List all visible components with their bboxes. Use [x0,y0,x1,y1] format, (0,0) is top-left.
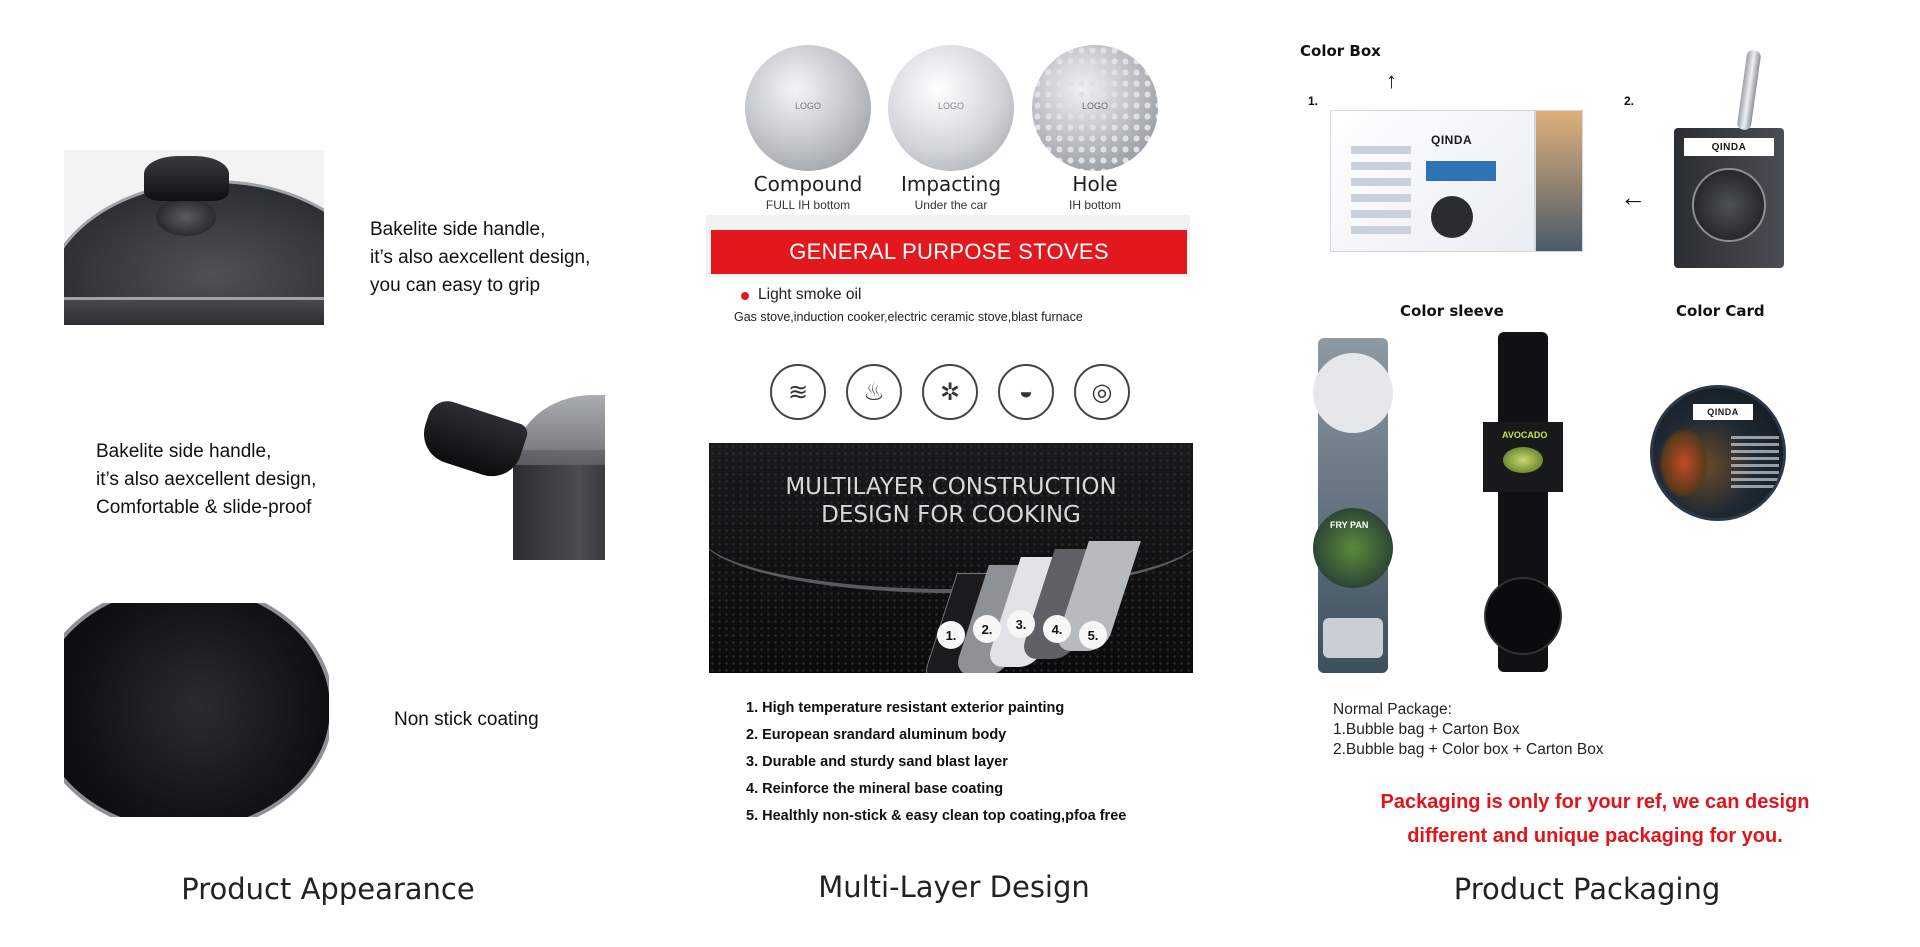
feature-line: Comfortable & slide-proof [96,497,312,518]
layer-list: 1. High temperature resistant exterior p… [746,695,1126,830]
brand-logo: QINDA [1711,141,1747,153]
frying-pan-box-image: QINDA [1674,128,1784,268]
package-number-1: 1. [1308,94,1319,108]
package-number-2: 2. [1624,94,1635,108]
panel-title-line2: DESIGN FOR COOKING [821,502,1081,528]
feature-line: Bakelite side handle, [96,441,272,462]
feature-text-handle: Bakelite side handle, it’s also aexcelle… [96,438,316,522]
normal-package-line: Normal Package: [1333,701,1452,718]
disc-sub-compound: FULL IH bottom [765,198,851,212]
normal-package-line: 1.Bubble bag + Carton Box [1333,721,1520,738]
burner-icon: ✲ [922,364,978,420]
disc-label-compound: Compound [753,172,863,196]
feature-line: Bakelite side handle, [370,219,546,240]
flame-icon: ♨ [846,364,902,420]
caption-product-appearance: Product Appearance [181,872,475,906]
feature-line: it’s also aexcellent design, [370,247,591,268]
disc-sub-impacting: Under the car [914,198,988,212]
color-box-label: Color Box [1300,42,1381,60]
color-sleeve-1: FRY PAN [1313,338,1393,673]
bullet-dot [741,292,749,300]
bullet-text: Light smoke oil [758,286,862,303]
induction-icon: ◎ [1074,364,1130,420]
list-item: 3. Durable and sturdy sand blast layer [746,754,1008,770]
layer-number: 3. [1007,610,1035,638]
caption-multi-layer-design: Multi-Layer Design [818,870,1090,904]
list-item: 5. Healthly non-stick & easy clean top c… [746,808,1127,824]
list-item: 1. High temperature resistant exterior p… [746,700,1065,716]
handle-photo [418,395,605,560]
color-box-side [1535,110,1583,252]
feature-text-coating: Non stick coating [394,709,539,730]
packaging-note-line: Packaging is only for your ref, we can d… [1380,791,1810,813]
stove-icon-row: ≋ ♨ ✲ ◒ ◎ [770,364,1130,424]
color-card-image: QINDA [1650,385,1786,521]
list-item: 2. European srandard aluminum body [746,727,1007,743]
feature-line: you can easy to grip [370,275,541,296]
caption-product-packaging: Product Packaging [1453,872,1721,906]
brand-logo: QINDA [1707,407,1739,417]
pan-coating-photo [64,603,329,817]
ceramic-icon: ◒ [998,364,1054,420]
disc-sub-hole: IH bottom [1068,198,1122,212]
packaging-note-line: different and unique packaging for you. [1407,825,1783,847]
color-sleeve-label: Color sleeve [1400,302,1504,320]
general-purpose-banner: GENERAL PURPOSE STOVES [711,230,1187,274]
brand-logo: QINDA [1431,133,1473,147]
sleeve-fry-pan-text: FRY PAN [1330,520,1369,530]
layer-number: 4. [1043,615,1071,643]
multilayer-panel: MULTILAYER CONSTRUCTION DESIGN FOR COOKI… [709,443,1193,673]
disc-logo: LOGO [794,101,821,111]
hole-disc: LOGO [1032,45,1158,171]
list-item: 4. Reinforce the mineral base coating [746,781,1004,797]
color-sleeve-2: AVOCADO [1483,332,1563,672]
left-arrow-icon: ← [1620,182,1646,212]
stove-types-text: Gas stove,induction cooker,electric cera… [734,310,1083,324]
sleeve-avocado-text: AVOCADO [1502,430,1548,440]
pan-handle-image [1736,49,1762,131]
color-card-label: Color Card [1676,302,1765,320]
feature-text-lid: Bakelite side handle, it’s also aexcelle… [370,216,590,300]
panel-title-line1: MULTILAYER CONSTRUCTION [785,474,1117,500]
disc-logo: LOGO [937,101,964,111]
coil-icon: ≋ [770,364,826,420]
disc-logo: LOGO [1081,101,1108,111]
lid-photo [64,150,324,325]
disc-label-impacting: Impacting [900,172,1002,196]
disc-label-hole: Hole [1072,172,1118,196]
up-arrow-icon: ↑ [1386,68,1397,93]
layer-number: 5. [1079,621,1107,649]
normal-package-text: Normal Package: 1.Bubble bag + Carton Bo… [1333,700,1604,760]
impacting-disc: LOGO [888,45,1014,171]
color-box-image: QINDA [1330,110,1535,252]
layer-number: 2. [973,615,1001,643]
layer-number: 1. [937,621,965,649]
normal-package-line: 2.Bubble bag + Color box + Carton Box [1333,741,1604,758]
compound-disc: LOGO [745,45,871,171]
packaging-note: Packaging is only for your ref, we can d… [1290,785,1900,853]
feature-line: it’s also aexcellent design, [96,469,317,490]
